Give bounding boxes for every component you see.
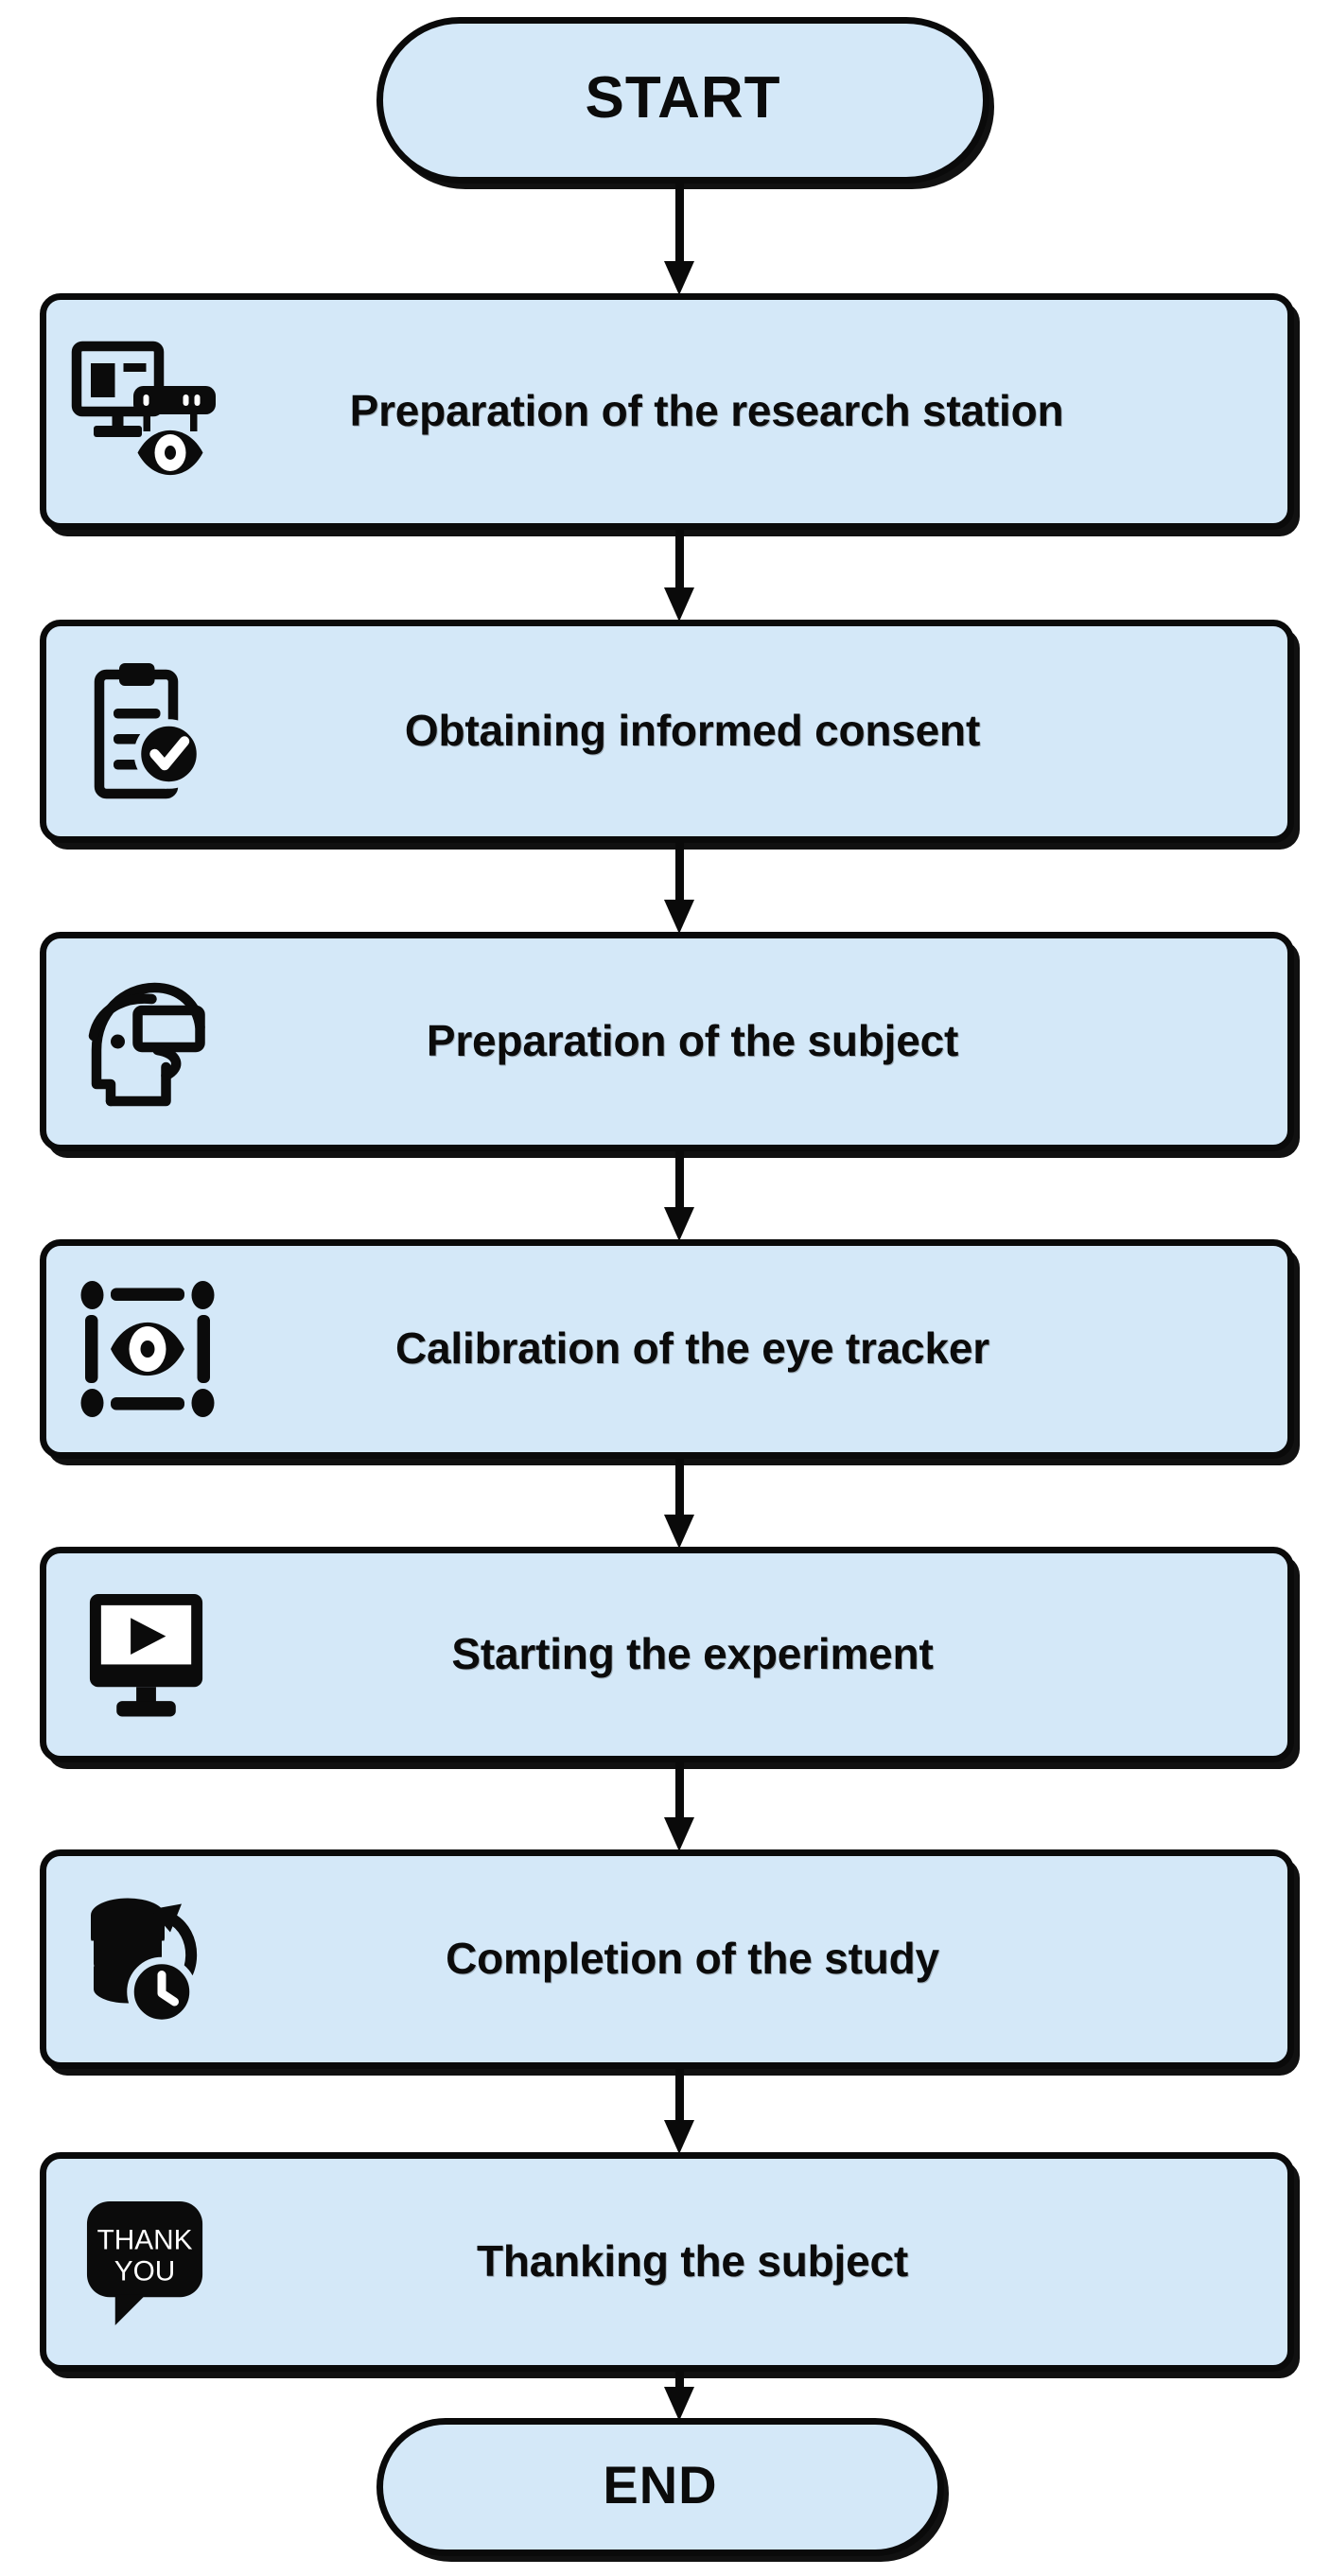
flow-node-preparation-of-subject[interactable]: Preparation of the subject	[40, 932, 1294, 1151]
connector-arrow-step6-to-step7	[664, 2069, 694, 2154]
arrow-head	[664, 2387, 694, 2421]
database-clock-backup-icon	[46, 1856, 236, 2062]
flow-node-starting-the-experiment[interactable]: Starting the experiment	[40, 1547, 1294, 1762]
connector-arrow-step5-to-step6	[664, 1762, 694, 1851]
clipboard-check-icon	[46, 626, 236, 836]
diagram-title: Eye-tracking study procedure flowchart	[0, 0, 1, 1]
flow-node-label: Obtaining informed consent	[404, 706, 981, 756]
arrow-shaft	[675, 843, 684, 900]
monitor-play-icon	[46, 1553, 236, 1756]
flow-node-end[interactable]: END	[376, 2418, 944, 2556]
head-vr-glasses-icon	[46, 938, 236, 1145]
start-label: START	[585, 65, 781, 131]
thank-you-icon-line1: THANK	[97, 2225, 193, 2256]
connector-arrow-step4-to-step5	[664, 1459, 694, 1549]
arrow-shaft	[675, 530, 684, 587]
flow-node-start[interactable]: START	[376, 17, 989, 184]
flow-node-thanking-the-subject[interactable]: THANK YOU Thanking the subject	[40, 2152, 1294, 2372]
monitor-eye-tracker-icon	[46, 300, 236, 523]
connector-arrow-step3-to-step4	[664, 1151, 694, 1241]
flow-node-label: Preparation of the research station	[349, 386, 1064, 436]
flow-node-label: Completion of the study	[446, 1934, 939, 1984]
flow-node-label: Thanking the subject	[476, 2236, 909, 2287]
arrow-head	[664, 261, 694, 295]
arrow-head	[664, 1817, 694, 1851]
arrow-shaft	[675, 1459, 684, 1515]
end-label: END	[603, 2455, 718, 2515]
eye-calibration-target-icon	[46, 1246, 236, 1452]
flow-node-calibration-of-eye-tracker[interactable]: Calibration of the eye tracker	[40, 1239, 1294, 1459]
arrow-head	[664, 1207, 694, 1241]
connector-arrow-step2-to-step3	[664, 843, 694, 934]
arrow-shaft	[675, 182, 684, 261]
connector-arrow-start-to-step1	[664, 182, 694, 295]
flow-node-preparation-of-research-station[interactable]: Preparation of the research station	[40, 293, 1294, 530]
thank-you-icon-line2: YOU	[114, 2255, 176, 2287]
arrow-head	[664, 1515, 694, 1549]
arrow-shaft	[675, 1151, 684, 1207]
flow-node-label: Starting the experiment	[451, 1629, 934, 1679]
connector-arrow-step7-to-end	[664, 2372, 694, 2421]
flow-node-obtaining-informed-consent[interactable]: Obtaining informed consent	[40, 620, 1294, 843]
flow-node-completion-of-the-study[interactable]: Completion of the study	[40, 1849, 1294, 2069]
arrow-head	[664, 900, 694, 934]
flow-node-label: Preparation of the subject	[426, 1016, 959, 1066]
connector-arrow-step1-to-step2	[664, 530, 694, 622]
arrow-head	[664, 2120, 694, 2154]
arrow-shaft	[675, 2372, 684, 2389]
arrow-shaft	[675, 2069, 684, 2120]
arrow-shaft	[675, 1762, 684, 1817]
arrow-head	[664, 587, 694, 622]
flow-node-label: Calibration of the eye tracker	[395, 1323, 989, 1374]
thank-you-speech-bubble-icon: THANK YOU	[46, 2159, 236, 2365]
